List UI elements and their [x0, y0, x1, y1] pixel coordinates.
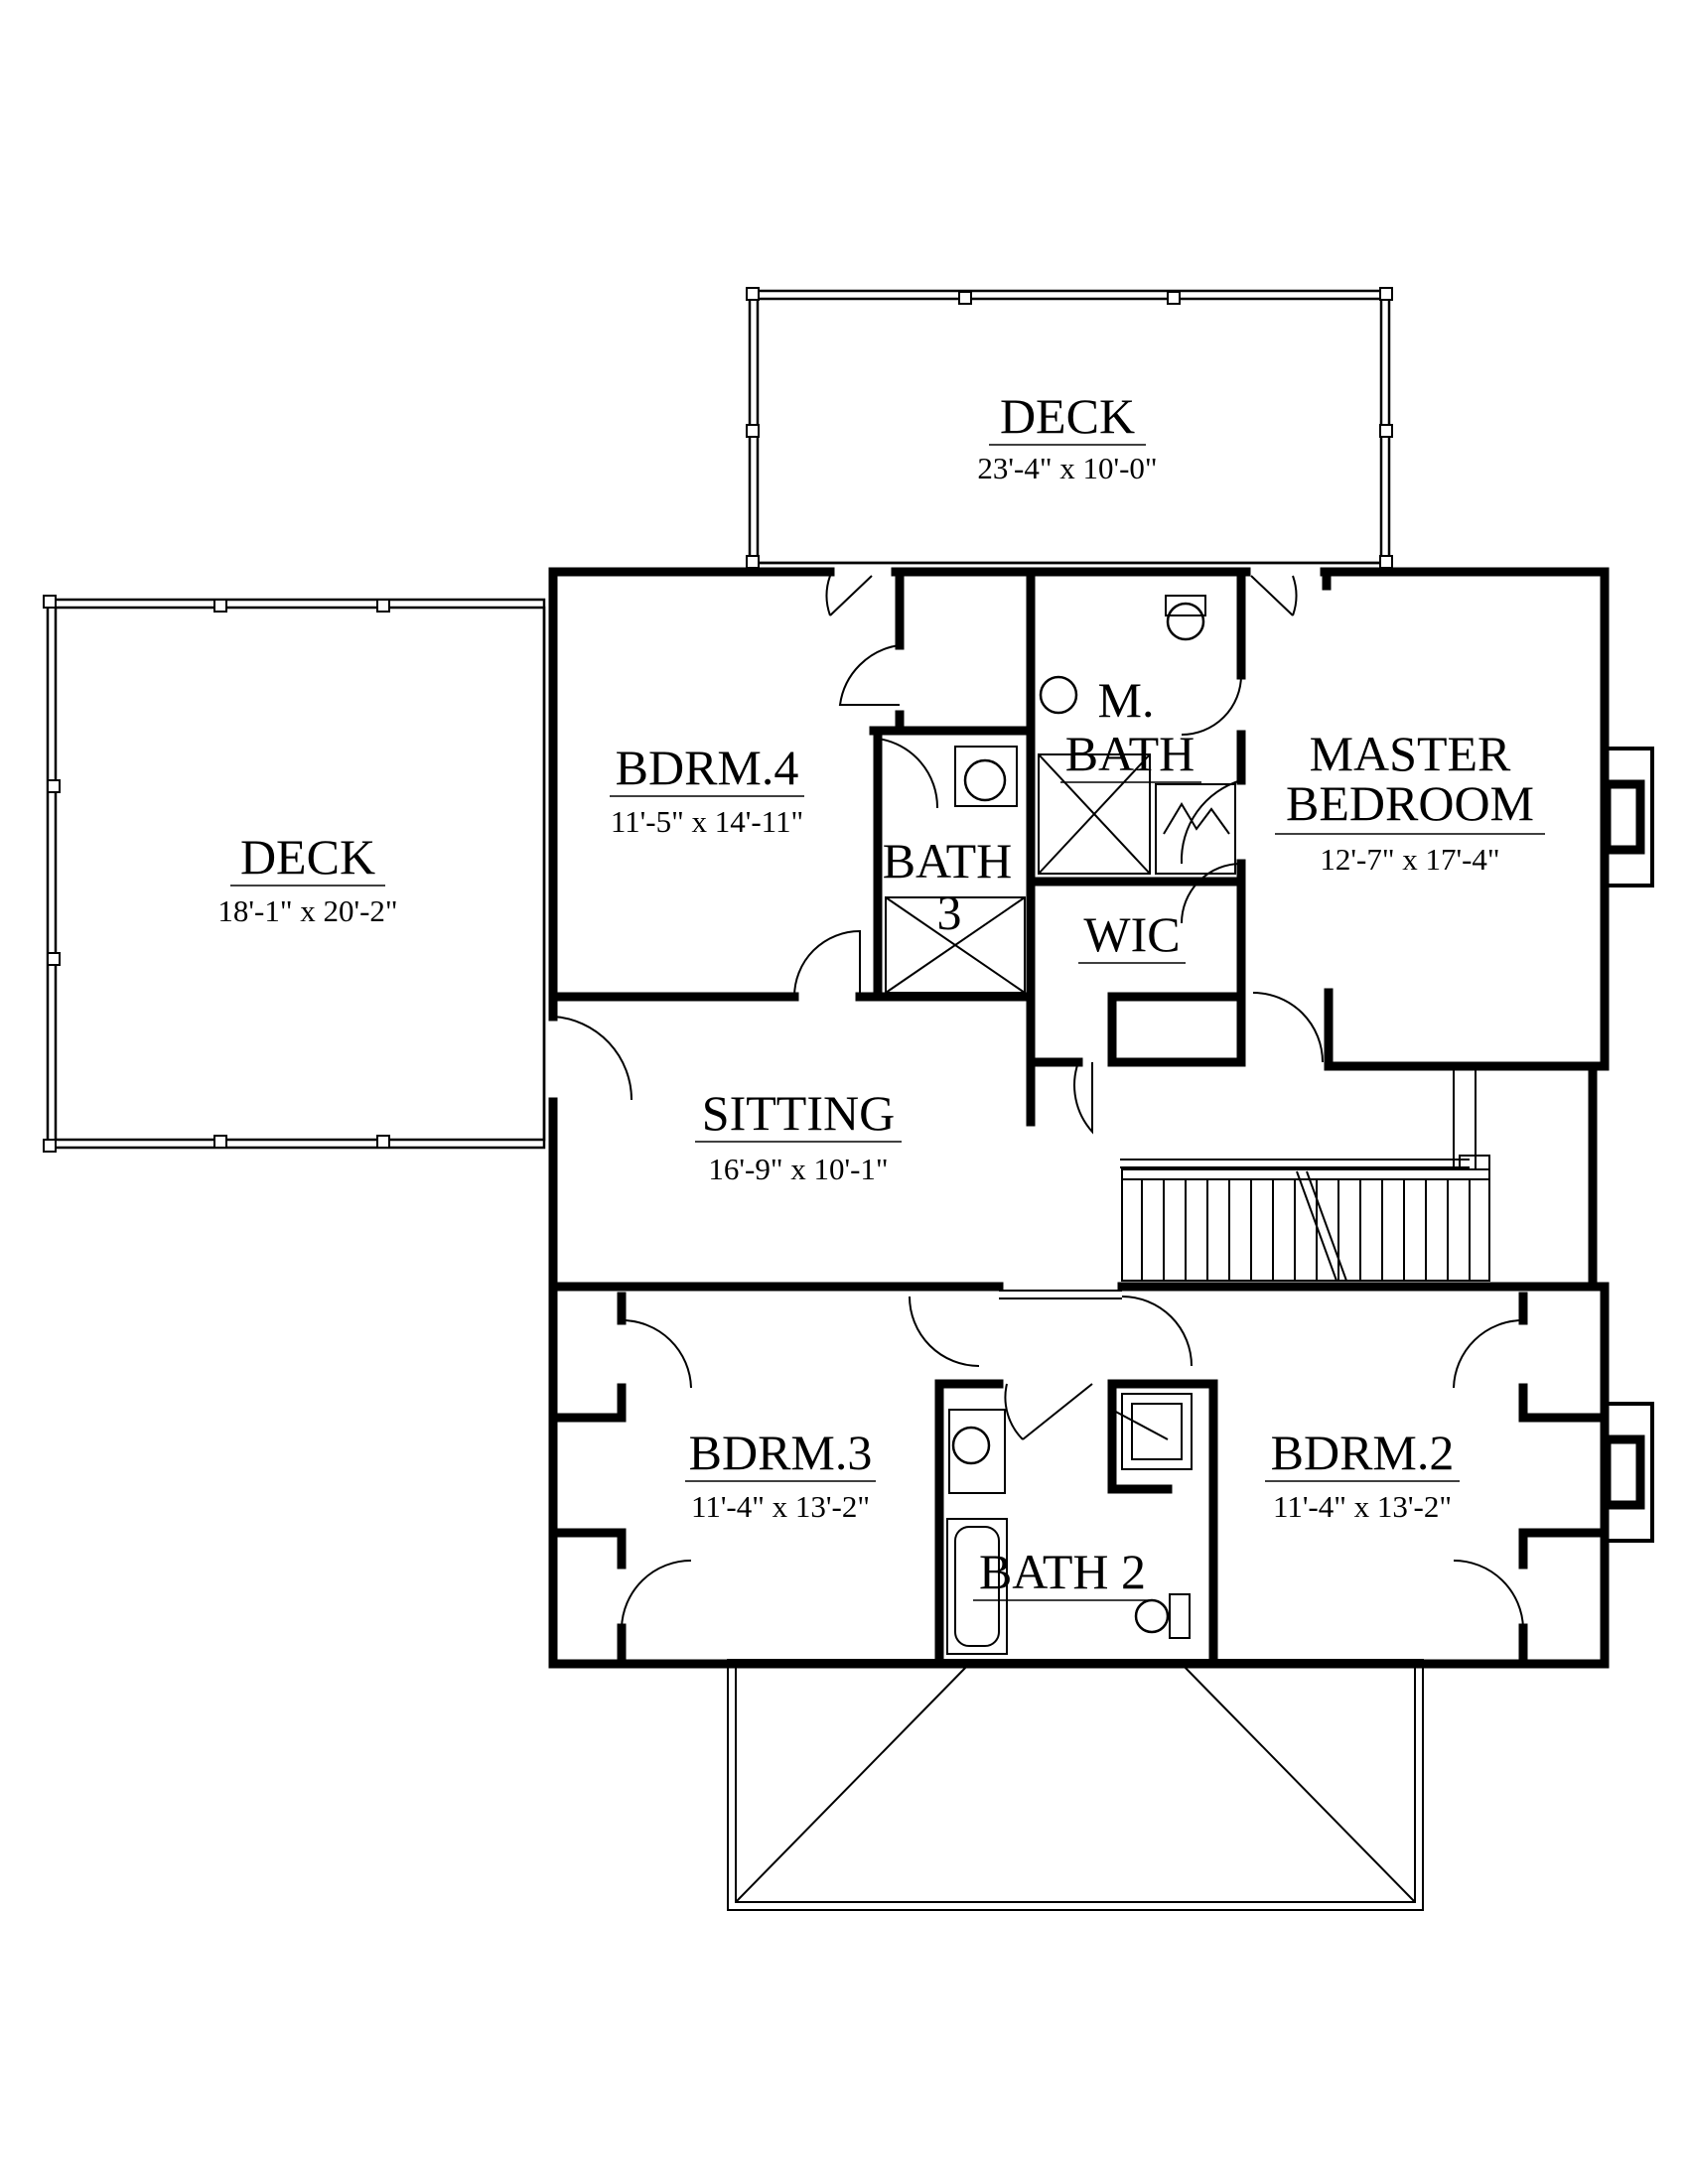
master-line2: BEDROOM: [1286, 775, 1534, 831]
deck-left-name: DECK: [240, 829, 375, 885]
sitting-name: SITTING: [702, 1085, 895, 1141]
master-dims: 12'-7" x 17'-4": [1320, 842, 1499, 877]
bdrm2-dims: 11'-4" x 13'-2": [1273, 1489, 1452, 1524]
m-bath-line2: BATH: [1065, 726, 1196, 781]
label-bdrm4: BDRM.4 11'-5" x 14'-11": [610, 740, 804, 839]
chimney-upper: [1602, 747, 1654, 887]
deck-top-dims: 23'-4" x 10'-0": [977, 451, 1157, 485]
chimney-lower: [1602, 1402, 1654, 1543]
deck-top-railing: [746, 287, 1393, 569]
label-bdrm2: BDRM.2 11'-4" x 13'-2": [1265, 1425, 1460, 1524]
master-line1: MASTER: [1310, 726, 1511, 781]
label-deck-left: DECK 18'-1" x 20'-2": [217, 829, 397, 928]
label-bdrm3: BDRM.3 11'-4" x 13'-2": [685, 1425, 876, 1524]
label-master-bedroom: MASTER BEDROOM 12'-7" x 17'-4": [1275, 726, 1545, 877]
m-bath-line1: M.: [1098, 672, 1155, 728]
stair: [1120, 1065, 1490, 1282]
bdrm3-dims: 11'-4" x 13'-2": [691, 1489, 870, 1524]
label-bath3: BATH 3: [883, 833, 1013, 940]
bath3-fixtures: [885, 746, 1026, 994]
bdrm2-name: BDRM.2: [1271, 1425, 1455, 1480]
label-m-bath: M. BATH: [1060, 672, 1201, 783]
label-deck-top: DECK 23'-4" x 10'-0": [977, 388, 1157, 485]
deck-top-name: DECK: [1000, 388, 1135, 444]
bdrm4-name: BDRM.4: [616, 740, 799, 795]
windows: [635, 571, 1529, 1299]
interior-walls: [548, 567, 1602, 1669]
bath3-line1: BATH: [883, 833, 1013, 888]
bath3-line2: 3: [937, 885, 962, 940]
wic-name: WIC: [1083, 906, 1180, 962]
doors: [552, 575, 1524, 1629]
sitting-dims: 16'-9" x 10'-1": [708, 1152, 888, 1186]
bath2-fixtures: [946, 1393, 1193, 1655]
label-bath2: BATH 2: [973, 1544, 1154, 1601]
label-wic: WIC: [1078, 906, 1186, 964]
label-sitting: SITTING 16'-9" x 10'-1": [695, 1085, 902, 1186]
bath2-name: BATH 2: [979, 1544, 1146, 1599]
mbath-fixtures: [1038, 595, 1236, 875]
deck-left-dims: 18'-1" x 20'-2": [217, 893, 397, 928]
front-porch-roof: [727, 1659, 1424, 1911]
bdrm3-name: BDRM.3: [689, 1425, 873, 1480]
deck-left-railing: [43, 595, 546, 1153]
bdrm4-dims: 11'-5" x 14'-11": [611, 804, 803, 839]
